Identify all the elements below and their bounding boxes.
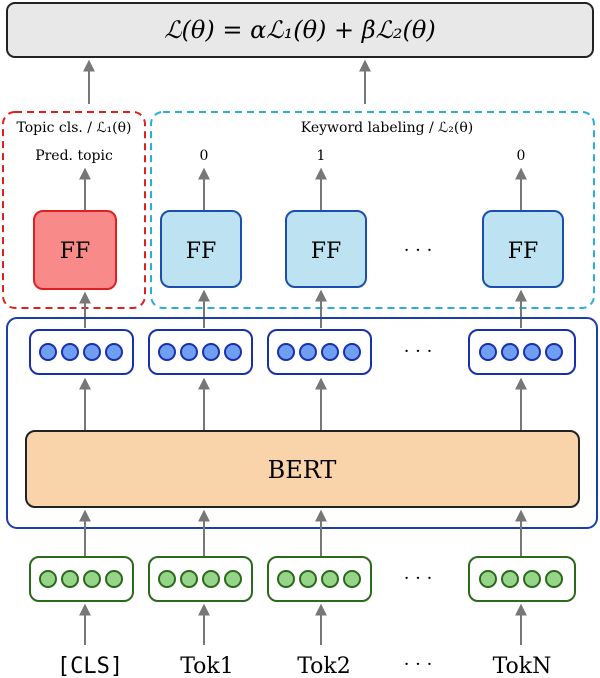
keyword-ff-block-1 bbox=[160, 210, 242, 288]
hidden-dot bbox=[343, 343, 361, 361]
hidden-dot bbox=[202, 343, 220, 361]
topic-ff-label: FF bbox=[60, 239, 91, 264]
hidden-dot bbox=[83, 343, 101, 361]
hidden-dot bbox=[180, 343, 198, 361]
hidden-vector-1 bbox=[148, 329, 253, 375]
hidden-vector-n bbox=[468, 329, 576, 375]
embedding-dot bbox=[202, 570, 220, 588]
hidden-vectors-row: · · · bbox=[29, 329, 576, 375]
hidden-dot bbox=[299, 343, 317, 361]
encoder-container bbox=[6, 317, 598, 529]
token-cls: [CLS] bbox=[57, 654, 123, 678]
pred-topic-label: Pred. topic bbox=[35, 148, 113, 164]
hidden-dot bbox=[105, 343, 123, 361]
hidden-vector-2 bbox=[267, 329, 372, 375]
hidden-dot bbox=[224, 343, 242, 361]
topic-classification-branch: Topic cls. / ℒ₁(θ) Pred. topic FF bbox=[2, 111, 146, 309]
keyword-ff-block-2 bbox=[285, 210, 367, 288]
embedding-dot bbox=[523, 570, 541, 588]
hidden-dot bbox=[523, 343, 541, 361]
input-embeddings-row: · · · bbox=[29, 556, 576, 602]
input-tokens-row: [CLS] Tok1 Tok2 · · · TokN bbox=[57, 654, 552, 678]
hidden-dot bbox=[277, 343, 295, 361]
hidden-ellipsis: · · · bbox=[404, 341, 433, 362]
hidden-dot bbox=[479, 343, 497, 361]
hidden-dot bbox=[321, 343, 339, 361]
hidden-dot bbox=[39, 343, 57, 361]
embedding-dot bbox=[501, 570, 519, 588]
embedding-dot bbox=[180, 570, 198, 588]
keyword-ff-label-2: FF bbox=[311, 239, 342, 264]
total-loss-rect bbox=[6, 2, 594, 58]
token-ellipsis: · · · bbox=[404, 654, 433, 675]
hidden-dot bbox=[545, 343, 563, 361]
bert-block bbox=[25, 430, 580, 508]
embedding-dot bbox=[224, 570, 242, 588]
keyword-branch-label: Keyword labeling / ℒ₂(θ) bbox=[301, 120, 473, 136]
embedding-dot bbox=[39, 570, 57, 588]
embedding-dot bbox=[321, 570, 339, 588]
embedding-dot bbox=[299, 570, 317, 588]
embedding-ellipsis: · · · bbox=[404, 568, 433, 589]
embedding-tok2 bbox=[267, 556, 372, 602]
token-1: Tok1 bbox=[180, 654, 234, 678]
embedding-dot bbox=[83, 570, 101, 588]
embedding-tokn bbox=[468, 556, 576, 602]
ff-ellipsis: · · · bbox=[404, 240, 433, 261]
keyword-ff-block-n bbox=[482, 210, 564, 288]
embedding-dot bbox=[545, 570, 563, 588]
topic-branch-label: Topic cls. / ℒ₁(θ) bbox=[16, 120, 131, 136]
embedding-dot bbox=[479, 570, 497, 588]
hidden-dot bbox=[501, 343, 519, 361]
keyword-ff-label-n: FF bbox=[508, 239, 539, 264]
bert-label: BERT bbox=[268, 456, 337, 484]
hidden-dot bbox=[158, 343, 176, 361]
keyword-ff-label-1: FF bbox=[186, 239, 217, 264]
keyword-branch-dashed-box bbox=[150, 111, 595, 309]
keyword-output-n: 0 bbox=[517, 148, 526, 164]
token-n: TokN bbox=[493, 654, 552, 678]
embedding-dot bbox=[277, 570, 295, 588]
total-loss-formula: ℒ(θ) = αℒ₁(θ) + βℒ₂(θ) bbox=[164, 16, 435, 44]
embedding-dot bbox=[61, 570, 79, 588]
bert-encoder: BERT bbox=[25, 430, 580, 508]
hidden-vector-cls bbox=[29, 329, 134, 375]
total-loss-box: ℒ(θ) = αℒ₁(θ) + βℒ₂(θ) bbox=[6, 2, 594, 58]
topic-ff-block bbox=[33, 210, 117, 290]
keyword-output-2: 1 bbox=[317, 148, 326, 164]
embedding-tok1 bbox=[148, 556, 253, 602]
token-2: Tok2 bbox=[297, 654, 351, 678]
embedding-dot bbox=[105, 570, 123, 588]
keyword-labeling-branch: Keyword labeling / ℒ₂(θ) 0 1 0 FF FF · ·… bbox=[150, 111, 595, 309]
embedding-dot bbox=[158, 570, 176, 588]
embedding-cls bbox=[29, 556, 134, 602]
hidden-dot bbox=[61, 343, 79, 361]
embedding-dot bbox=[343, 570, 361, 588]
topic-branch-dashed-box bbox=[2, 111, 146, 309]
keyword-output-1: 0 bbox=[200, 148, 209, 164]
